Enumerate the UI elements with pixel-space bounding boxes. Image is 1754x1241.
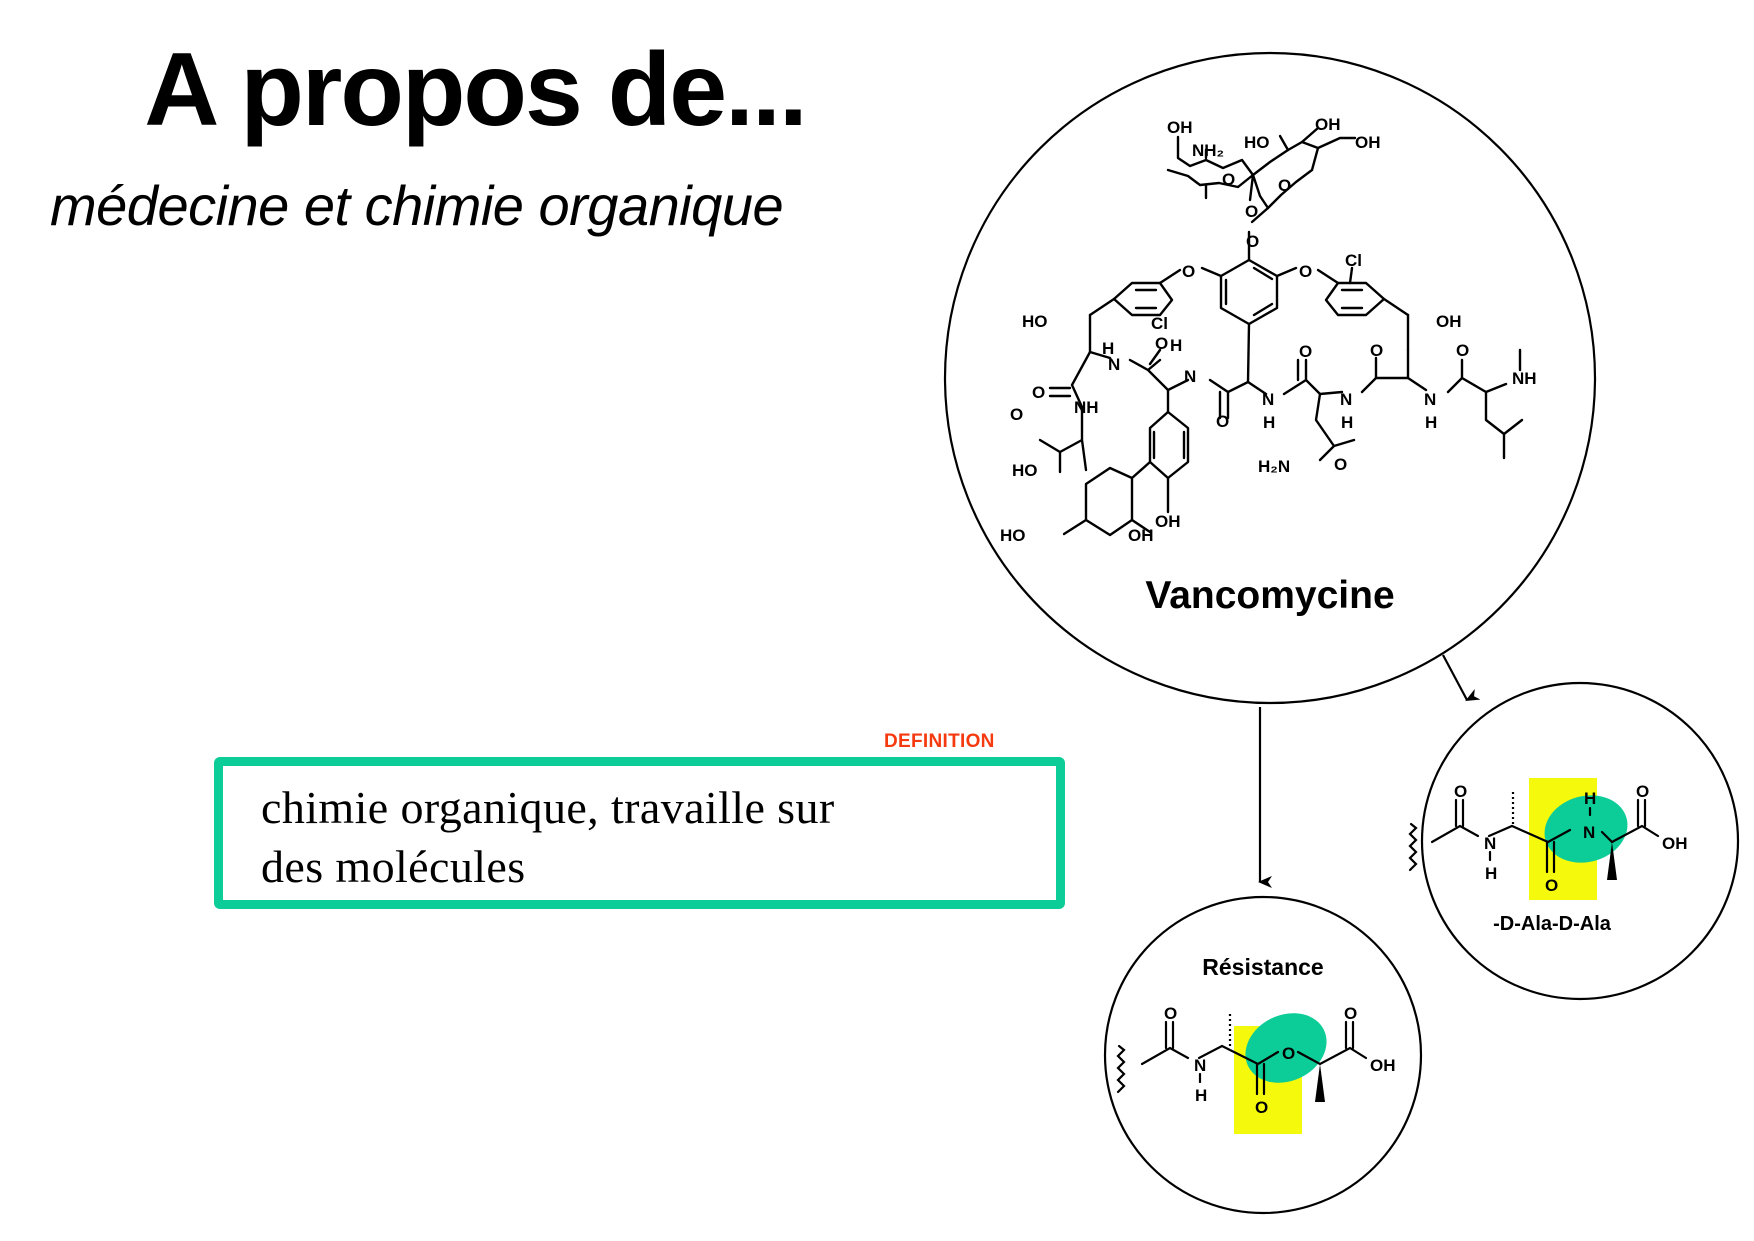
- d-ala-d-ala-label: -D-Ala-D-Ala: [1493, 913, 1612, 935]
- d-ala-atom-labels: O N H O H N O OH: [1454, 782, 1688, 895]
- svg-text:H₂N: H₂N: [1258, 457, 1290, 476]
- svg-text:H: H: [1195, 1086, 1207, 1105]
- svg-text:H: H: [1102, 339, 1114, 358]
- svg-text:N: N: [1184, 367, 1196, 386]
- svg-text:OH: OH: [1662, 834, 1688, 853]
- vancomycin-circle: [943, 51, 1597, 705]
- d-ala-d-ala-node: O N H O H N O OH -D-Ala-D-Ala: [1408, 681, 1740, 1001]
- svg-text:O: O: [1636, 782, 1649, 801]
- svg-text:N: N: [1424, 390, 1436, 409]
- svg-text:O: O: [1278, 176, 1291, 195]
- svg-text:H: H: [1485, 864, 1497, 883]
- svg-text:O: O: [1454, 782, 1467, 801]
- svg-text:H: H: [1170, 336, 1182, 355]
- svg-text:OH: OH: [1167, 118, 1193, 137]
- resistance-atom-labels: O N H O O O OH: [1164, 1004, 1396, 1117]
- svg-text:N: N: [1583, 823, 1595, 842]
- svg-text:O: O: [1282, 1044, 1295, 1063]
- svg-text:OH: OH: [1155, 512, 1181, 531]
- svg-text:O: O: [1370, 341, 1383, 360]
- svg-text:O: O: [1182, 262, 1195, 281]
- svg-text:HO: HO: [1244, 133, 1270, 152]
- svg-text:H: H: [1263, 413, 1275, 432]
- svg-text:HO: HO: [1022, 312, 1048, 331]
- vancomycin-atom-labels: OH NH₂ HO OH OH O O O O O O Cl Cl HO OH …: [1000, 115, 1537, 545]
- resistance-node: O N H O O O OH Résistance: [1103, 895, 1423, 1215]
- resistance-green-highlight: [1245, 1013, 1327, 1083]
- svg-text:H: H: [1341, 413, 1353, 432]
- svg-text:OH: OH: [1370, 1056, 1396, 1075]
- svg-text:N: N: [1484, 834, 1496, 853]
- resistance-circle: [1103, 895, 1423, 1215]
- svg-text:O: O: [1299, 342, 1312, 361]
- definition-text: chimie organique, travaille sur des molé…: [261, 782, 835, 892]
- svg-text:O: O: [1245, 202, 1258, 221]
- svg-text:O: O: [1155, 334, 1168, 353]
- arrow-to-d-ala-d-ala: [1442, 654, 1481, 701]
- svg-text:OH: OH: [1355, 133, 1381, 152]
- d-ala-green-highlight: [1544, 795, 1628, 863]
- svg-text:HO: HO: [1000, 526, 1026, 545]
- svg-text:O: O: [1545, 876, 1558, 895]
- page-title: A propos de...: [144, 32, 808, 148]
- svg-text:O: O: [1456, 341, 1469, 360]
- svg-text:O: O: [1255, 1098, 1268, 1117]
- svg-text:O: O: [1164, 1004, 1177, 1023]
- svg-text:O: O: [1246, 232, 1259, 251]
- svg-text:O: O: [1216, 412, 1229, 431]
- definition-tag: DEFINITION: [884, 731, 995, 752]
- svg-text:N: N: [1108, 355, 1120, 374]
- svg-text:Cl: Cl: [1151, 314, 1168, 333]
- svg-text:H: H: [1584, 789, 1596, 808]
- svg-text:N: N: [1340, 390, 1352, 409]
- page-subtitle: médecine et chimie organique: [50, 174, 784, 237]
- resistance-label: Résistance: [1202, 954, 1323, 980]
- vancomycin-label: Vancomycine: [1145, 574, 1394, 617]
- svg-text:H: H: [1425, 413, 1437, 432]
- definition-box: chimie organique, travaille sur des molé…: [214, 757, 1065, 909]
- svg-text:HO: HO: [1012, 461, 1038, 480]
- svg-text:O: O: [1334, 455, 1347, 474]
- svg-text:N: N: [1262, 390, 1274, 409]
- svg-text:OH: OH: [1128, 526, 1154, 545]
- svg-text:O: O: [1299, 262, 1312, 281]
- svg-text:O: O: [1010, 405, 1023, 424]
- svg-text:NH: NH: [1512, 369, 1537, 388]
- d-ala-d-ala-circle: [1420, 681, 1740, 1001]
- svg-text:NH: NH: [1074, 398, 1099, 417]
- svg-text:Cl: Cl: [1345, 251, 1362, 270]
- svg-text:O: O: [1344, 1004, 1357, 1023]
- svg-text:N: N: [1194, 1056, 1206, 1075]
- svg-text:OH: OH: [1315, 115, 1341, 134]
- svg-text:OH: OH: [1436, 312, 1462, 331]
- svg-text:O: O: [1222, 170, 1235, 189]
- svg-text:O: O: [1032, 383, 1045, 402]
- vancomycin-node: OH NH₂ HO OH OH O O O O O O Cl Cl HO OH …: [943, 51, 1597, 705]
- svg-text:NH₂: NH₂: [1192, 141, 1224, 160]
- vancomycin-structure: [1038, 126, 1524, 537]
